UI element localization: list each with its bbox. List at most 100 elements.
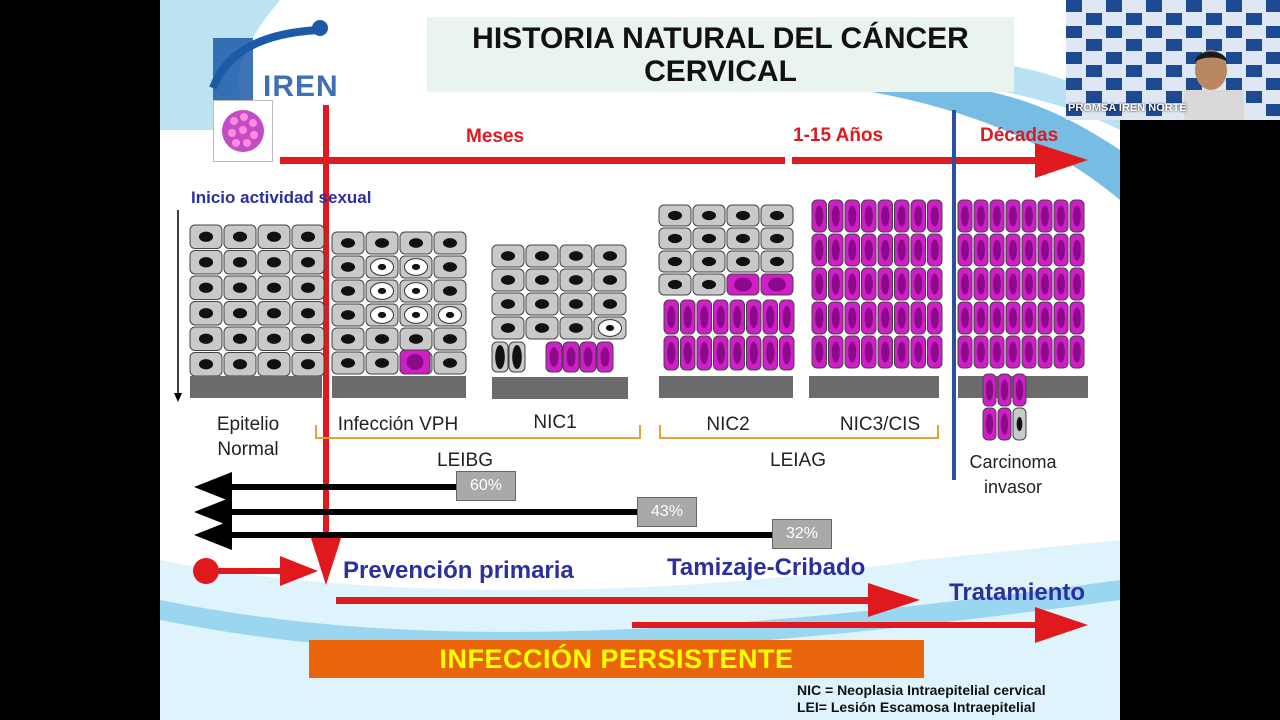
backdrop-logo-tile: [1086, 39, 1102, 51]
dysplastic-cell: [973, 301, 989, 335]
dysplastic-cell: [828, 335, 844, 369]
primary-prevention-label: Prevención primaria: [343, 557, 574, 584]
dysplastic-cell: [663, 335, 679, 371]
dysplastic-cell: [696, 335, 712, 371]
backdrop-logo-tile: [1166, 65, 1182, 77]
dysplastic-cell: [1053, 199, 1069, 233]
dysplastic-cell: [973, 335, 989, 369]
dysplastic-cell: [713, 299, 729, 335]
backdrop-logo-tile: [1146, 78, 1162, 90]
epithelial-cell: [223, 275, 257, 300]
dysplastic-cell: [1053, 335, 1069, 369]
dysplastic-cell: [927, 233, 943, 267]
dysplastic-cell: [894, 233, 910, 267]
backdrop-logo-tile: [1126, 39, 1142, 51]
dysplastic-cell: [861, 199, 877, 233]
dysplastic-cell: [562, 341, 580, 373]
diagram-arrows: [174, 105, 1088, 643]
koilocyte-cell: [365, 303, 399, 327]
treatment-label: Tratamiento: [949, 579, 1086, 606]
virus-icon: [213, 100, 273, 162]
epithelial-cell: [491, 316, 525, 340]
backdrop-logo-tile: [1146, 104, 1162, 116]
dysplastic-cell: [1037, 301, 1053, 335]
dysplastic-cell: [973, 233, 989, 267]
backdrop-logo-tile: [1166, 13, 1182, 25]
dysplastic-cell: [910, 335, 926, 369]
epithelial-cell: [559, 316, 593, 340]
backdrop-logo-tile: [1066, 78, 1082, 90]
backdrop-logo-tile: [1066, 104, 1082, 116]
koilocyte-cell: [593, 316, 627, 340]
backdrop-logo-tile: [1106, 0, 1122, 12]
dysplastic-cell: [861, 267, 877, 301]
dysplastic-cell: [1037, 199, 1053, 233]
epithelial-cell: [257, 326, 291, 351]
basement-membrane: [809, 376, 939, 398]
dysplastic-cell: [1053, 267, 1069, 301]
backdrop-logo-tile: [1146, 26, 1162, 38]
dysplastic-cell: [877, 199, 893, 233]
epithelial-cell: [189, 275, 223, 300]
dysplastic-cell: [957, 199, 973, 233]
dysplastic-cell: [894, 301, 910, 335]
backdrop-logo-tile: [1186, 26, 1202, 38]
backdrop-logo-tile: [1066, 52, 1082, 64]
dysplastic-cell: [726, 273, 760, 296]
dysplastic-cell: [894, 199, 910, 233]
dysplastic-cell: [596, 341, 614, 373]
basement-membrane: [659, 376, 793, 398]
stage-nic1: NIC1: [533, 412, 577, 433]
leiag-bracket: [659, 425, 939, 439]
epithelial-cell: [593, 268, 627, 292]
epithelial-cell: [189, 224, 223, 249]
dysplastic-cell: [957, 335, 973, 369]
epithelial-cell: [658, 227, 692, 250]
backdrop-logo-tile: [1166, 39, 1182, 51]
dysplastic-cell: [861, 233, 877, 267]
backdrop-logo-tile: [1166, 91, 1182, 103]
dysplastic-cell: [746, 335, 762, 371]
backdrop-logo-tile: [1266, 0, 1280, 12]
dysplastic-cell: [729, 335, 745, 371]
epithelial-cell: [692, 204, 726, 227]
koilocyte-cell: [399, 255, 433, 279]
primary-prevention-arrow-head: [310, 535, 342, 585]
primary-prevention-arrow-shaft: [323, 105, 329, 540]
epithelial-cell: [189, 250, 223, 275]
basement-membrane: [492, 377, 628, 399]
backdrop-logo-tile: [1066, 26, 1082, 38]
dysplastic-cell: [1005, 301, 1021, 335]
epithelial-cell: [491, 292, 525, 316]
dysplastic-cell: [1069, 199, 1085, 233]
backdrop-logo-tile: [1246, 65, 1262, 77]
slide: IREN HISTORIA NATURAL DEL CÁNCER CERVICA…: [160, 0, 1120, 720]
epithelial-cell: [291, 224, 325, 249]
dysplastic-cell: [844, 199, 860, 233]
group-leibg: LEIBG: [437, 450, 493, 471]
dysplastic-cell: [779, 335, 795, 371]
epithelial-cell: [257, 352, 291, 377]
backdrop-logo-tile: [1266, 26, 1280, 38]
timeline-years: 1-15 Años: [793, 125, 884, 146]
basement-membrane: [332, 376, 466, 398]
dysplastic-cell: [973, 199, 989, 233]
webcam-overlay: PROMSA IREN NORTE: [1066, 0, 1280, 120]
epithelial-cell: [559, 268, 593, 292]
backdrop-logo-tile: [1106, 78, 1122, 90]
dysplastic-cell: [844, 233, 860, 267]
dysplastic-cell: [680, 299, 696, 335]
dysplastic-cell: [997, 373, 1012, 407]
timeline-arrow-head: [1035, 143, 1088, 178]
title-line-1: HISTORIA NATURAL DEL CÁNCER: [472, 22, 969, 55]
epithelial-cell: [433, 231, 467, 255]
epithelial-cell: [331, 255, 365, 279]
dysplastic-cell: [997, 407, 1012, 441]
dysplastic-cell: [927, 199, 943, 233]
dysplastic-cell: [713, 335, 729, 371]
dysplastic-cell: [989, 301, 1005, 335]
dysplastic-cell: [910, 199, 926, 233]
epithelial-cell: [692, 273, 726, 296]
backdrop-logo-tile: [1226, 0, 1242, 12]
epithelial-cell: [491, 268, 525, 292]
